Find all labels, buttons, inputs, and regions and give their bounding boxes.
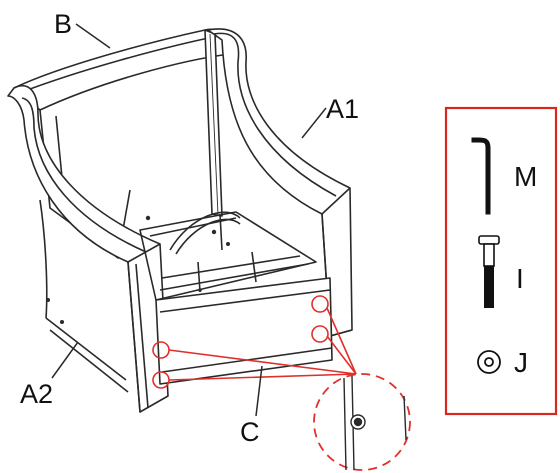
detail-magnifier — [313, 373, 411, 471]
part-label-m: M — [514, 161, 537, 192]
callout-circle — [311, 325, 329, 343]
parts-box: M I J — [444, 106, 558, 416]
front-rail — [155, 277, 333, 385]
allen-key-icon — [471, 137, 491, 215]
bolt-icon — [478, 235, 500, 308]
part-labels: B A1 A2 C — [20, 9, 359, 447]
bolt-callouts — [152, 295, 411, 471]
frame-bolts — [46, 215, 230, 324]
back-rest — [13, 28, 231, 259]
seat-frame — [139, 211, 317, 301]
label-front-rail: C — [240, 417, 260, 447]
callout-circle — [311, 295, 329, 313]
washer-icon — [477, 350, 501, 374]
part-label-j: J — [514, 347, 528, 378]
part-label-i: I — [516, 263, 524, 294]
label-left-arm: A2 — [20, 379, 53, 409]
left-arm — [7, 85, 169, 413]
chair-frame — [7, 28, 353, 413]
label-back-rest: B — [54, 9, 72, 39]
label-right-arm: A1 — [326, 94, 359, 124]
detail-bolt-view — [343, 375, 407, 471]
